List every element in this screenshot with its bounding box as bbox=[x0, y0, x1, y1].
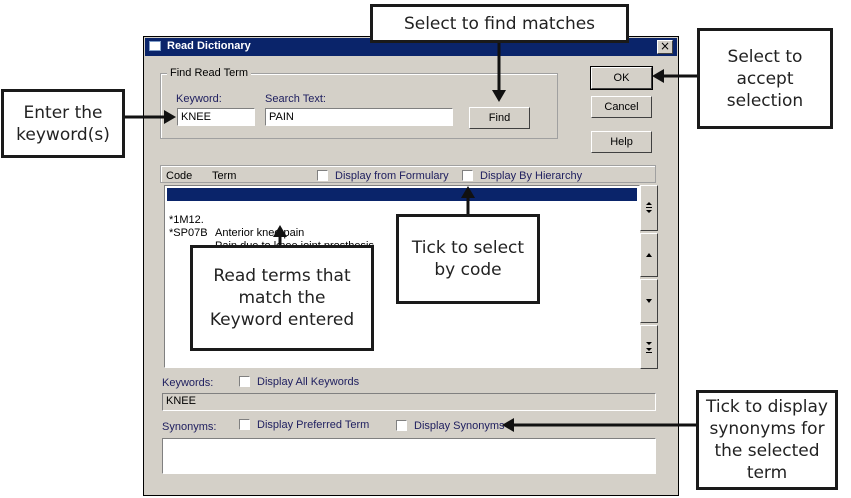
callout-find-matches: Select to find matches bbox=[370, 4, 629, 43]
callout-read-terms-line: Keyword entered bbox=[209, 310, 355, 330]
column-term-header: Term bbox=[212, 170, 237, 182]
display-formulary-checkbox[interactable] bbox=[317, 170, 328, 181]
list-item-term: Anterior knee pain bbox=[215, 227, 305, 239]
list-item-term: Knee pain bbox=[215, 214, 265, 226]
callout-synonyms: Tick to display synonyms for the selecte… bbox=[696, 390, 838, 490]
callout-keyword-line: Enter the bbox=[23, 102, 103, 123]
display-synonyms-checkbox[interactable] bbox=[396, 420, 407, 431]
scroll-down-icon bbox=[646, 299, 652, 303]
scroll-down-button[interactable] bbox=[640, 279, 658, 323]
scroll-up-button[interactable] bbox=[640, 233, 658, 277]
display-formulary-label[interactable]: Display from Formulary bbox=[335, 170, 449, 182]
callout-keyword: Enter the keyword(s) bbox=[1, 89, 125, 158]
list-header bbox=[160, 165, 656, 183]
cancel-button[interactable]: Cancel bbox=[591, 96, 652, 118]
display-synonyms-label[interactable]: Display Synonyms bbox=[414, 420, 505, 432]
column-code-header: Code bbox=[166, 170, 193, 182]
keywords-label: Keywords: bbox=[162, 377, 214, 389]
callout-by-code-line: Tick to select bbox=[411, 238, 525, 258]
list-item-code: *1M10. bbox=[169, 201, 204, 213]
callout-find-matches-text: Select to find matches bbox=[403, 13, 596, 34]
keyword-label: Keyword: bbox=[176, 93, 222, 105]
ok-button[interactable]: OK bbox=[590, 66, 653, 90]
callout-by-code: Tick to select by code bbox=[396, 214, 540, 304]
callout-by-code-line: by code bbox=[434, 260, 502, 280]
display-hierarchy-checkbox[interactable] bbox=[462, 170, 473, 181]
scroll-bottom-button[interactable] bbox=[640, 325, 658, 369]
display-all-keywords-label[interactable]: Display All Keywords bbox=[257, 376, 360, 388]
list-item-code: *1M12. bbox=[169, 214, 204, 226]
callout-accept-line: accept bbox=[736, 68, 794, 89]
search-text-input[interactable] bbox=[265, 108, 453, 126]
scroll-top-icon bbox=[646, 202, 652, 213]
callout-accept-line: Select to bbox=[727, 46, 803, 67]
callout-read-terms: Read terms that match the Keyword entere… bbox=[190, 245, 374, 351]
callout-synonyms-line: the selected bbox=[714, 441, 820, 461]
window-icon bbox=[149, 41, 161, 51]
display-hierarchy-label[interactable]: Display By Hierarchy bbox=[480, 170, 583, 182]
synonyms-label: Synonyms: bbox=[162, 421, 217, 433]
callout-accept: Select to accept selection bbox=[697, 28, 833, 129]
callout-accept-line: selection bbox=[726, 90, 804, 111]
find-button[interactable]: Find bbox=[469, 107, 530, 129]
list-item[interactable]: *1M12. Anterior knee pain bbox=[167, 201, 637, 239]
synonyms-box[interactable] bbox=[162, 438, 656, 474]
display-preferred-term-label[interactable]: Display Preferred Term bbox=[257, 419, 370, 431]
keywords-field: KNEE bbox=[162, 393, 656, 411]
scroll-bottom-icon bbox=[646, 342, 652, 353]
search-text-label: Search Text: bbox=[265, 93, 326, 105]
callout-read-terms-line: Read terms that bbox=[213, 266, 351, 286]
find-read-term-group bbox=[160, 73, 558, 139]
scroll-top-button[interactable] bbox=[640, 185, 658, 231]
window-title: Read Dictionary bbox=[167, 40, 251, 52]
callout-synonyms-line: synonyms for bbox=[709, 419, 825, 439]
scroll-up-icon bbox=[646, 253, 652, 257]
callout-read-terms-line: match the bbox=[238, 288, 326, 308]
find-group-legend: Find Read Term bbox=[167, 67, 252, 79]
help-button[interactable]: Help bbox=[591, 131, 652, 153]
callout-synonyms-line: Tick to display bbox=[705, 397, 828, 417]
list-item[interactable]: *1M10. Knee pain bbox=[167, 188, 637, 226]
display-preferred-term-checkbox[interactable] bbox=[239, 419, 250, 430]
callout-keyword-line: keyword(s) bbox=[16, 124, 110, 145]
list-item-code: *SP07B bbox=[169, 227, 208, 239]
display-all-keywords-checkbox[interactable] bbox=[239, 376, 250, 387]
keyword-input[interactable] bbox=[177, 108, 255, 126]
close-button[interactable]: × bbox=[657, 40, 673, 54]
callout-synonyms-line: term bbox=[746, 463, 788, 483]
